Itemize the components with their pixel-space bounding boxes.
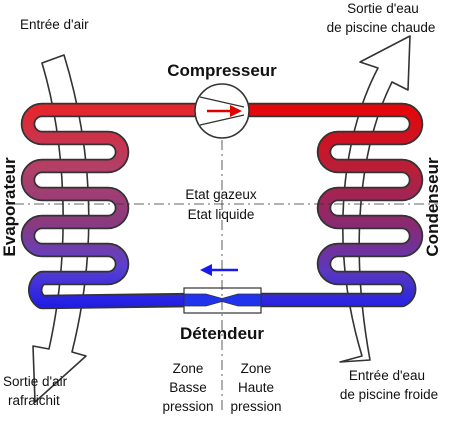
- low-pressure-zone-label-2: Basse: [169, 380, 207, 395]
- expansion-valve-label: Détendeur: [180, 324, 264, 343]
- high-pressure-zone-label-2: Haute: [238, 380, 274, 395]
- low-pressure-zone-label-1: Zone: [173, 361, 204, 376]
- condenser-coil-fill: [246, 104, 422, 306]
- low-pressure-zone-label-3: pression: [162, 399, 213, 414]
- pool-inlet-label-2: de piscine froide: [340, 387, 438, 402]
- gas-state-label: Etat gazeux: [185, 187, 257, 202]
- compressor-label: Compresseur: [167, 61, 277, 80]
- air-inlet-label: Entrée d'air: [20, 17, 89, 32]
- flow-direction-arrow-left: [200, 264, 238, 276]
- air-outlet-label-2: rafraichit: [8, 393, 60, 408]
- high-pressure-zone-label-1: Zone: [241, 361, 272, 376]
- air-outlet-label-1: Sortie d'air: [3, 374, 68, 389]
- expansion-valve: [183, 287, 262, 314]
- pool-outlet-label-2: de piscine chaude: [327, 20, 436, 35]
- high-pressure-zone-label-3: pression: [230, 399, 281, 414]
- compressor-icon: [194, 83, 250, 139]
- liquid-state-label: Etat liquide: [188, 207, 255, 222]
- condenser-label: Condenseur: [423, 157, 442, 257]
- evaporator-label: Evaporateur: [0, 157, 19, 257]
- pool-outlet-label-1: Sortie d'eau: [347, 1, 419, 16]
- evaporator-coil-fill: [22, 104, 200, 308]
- pool-inlet-label-1: Entrée d'eau: [349, 368, 425, 383]
